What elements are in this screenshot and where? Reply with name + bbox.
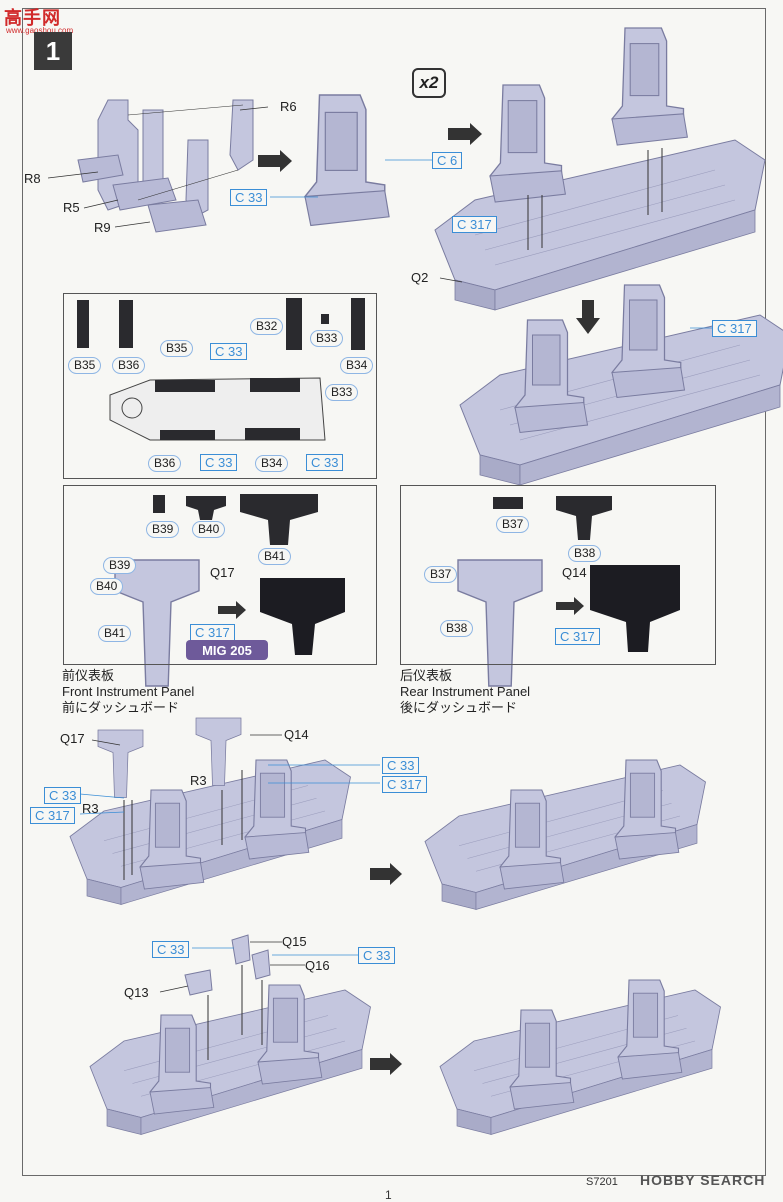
decal-b34: B34	[340, 357, 374, 374]
decal-b35: B35	[68, 357, 102, 374]
decal-b38: B38	[440, 620, 474, 637]
decal-b33: B33	[325, 384, 359, 401]
part-callout-c6: C 6	[432, 152, 463, 169]
part-label-q15: Q15	[282, 934, 307, 949]
part-label-r5: R5	[63, 200, 80, 215]
step-number: 1	[34, 32, 72, 70]
part-callout-c317: C 317	[190, 624, 235, 641]
front-caption: 前仪表板 Front Instrument Panel 前にダッシュボード	[62, 668, 194, 716]
decal-b32: B32	[250, 318, 284, 335]
decal-b35: B35	[160, 340, 194, 357]
decal-b36: B36	[112, 357, 146, 374]
decal-box-consoles	[63, 293, 377, 479]
part-callout-c33: C 33	[358, 947, 396, 964]
decal-b39: B39	[146, 521, 180, 538]
watermark-url: www.gaoshou.com	[6, 26, 74, 35]
watermark-logo: 高手网	[4, 8, 61, 28]
decal-b34: B34	[255, 455, 289, 472]
part-callout-c33: C 33	[382, 757, 420, 774]
front-caption-zh: 前仪表板	[62, 668, 115, 683]
decal-b36: B36	[148, 455, 182, 472]
rear-caption-zh: 后仪表板	[400, 668, 453, 683]
part-callout-c33: C 33	[152, 941, 190, 958]
part-callout-c33: C 33	[210, 343, 248, 360]
decal-b41: B41	[98, 625, 132, 642]
part-label-r3: R3	[190, 773, 207, 788]
decal-b40: B40	[90, 578, 124, 595]
quantity-multiplier: x2	[412, 68, 446, 98]
part-label-q13: Q13	[124, 985, 149, 1000]
part-label-q14: Q14	[284, 727, 309, 742]
front-caption-ja: 前にダッシュボード	[62, 700, 180, 715]
part-callout-c317: C 317	[382, 776, 427, 793]
footer-code: S7201	[586, 1176, 618, 1188]
page-number: 1	[385, 1188, 392, 1202]
decal-box-front-panel	[63, 485, 377, 665]
part-callout-c317: C 317	[452, 216, 497, 233]
decal-b38: B38	[568, 545, 602, 562]
part-callout-c317: C 317	[30, 807, 75, 824]
decal-box-rear-panel	[400, 485, 716, 665]
front-caption-en: Front Instrument Panel	[62, 684, 195, 699]
page-frame	[22, 8, 766, 1176]
decal-b41: B41	[258, 548, 292, 565]
part-callout-c33: C 33	[200, 454, 238, 471]
part-label-q14: Q14	[562, 565, 587, 580]
mig-tag: MIG 205	[186, 640, 268, 660]
part-label-q17: Q17	[60, 731, 85, 746]
part-callout-c33: C 33	[44, 787, 82, 804]
rear-caption-ja: 後にダッシュボード	[400, 700, 518, 715]
decal-b37: B37	[424, 566, 458, 583]
part-label-r6: R6	[280, 99, 297, 114]
decal-b33: B33	[310, 330, 344, 347]
part-label-r3: R3	[82, 801, 99, 816]
footer-logo: HOBBY SEARCH	[640, 1172, 766, 1188]
decal-b37: B37	[496, 516, 530, 533]
part-label-r9: R9	[94, 220, 111, 235]
part-label-q17: Q17	[210, 565, 235, 580]
part-callout-c317: C 317	[555, 628, 600, 645]
part-label-r8: R8	[24, 171, 41, 186]
decal-b40: B40	[192, 521, 226, 538]
part-callout-c317: C 317	[712, 320, 757, 337]
part-callout-c33: C 33	[230, 189, 268, 206]
part-callout-c33: C 33	[306, 454, 344, 471]
decal-b39: B39	[103, 557, 137, 574]
rear-caption-en: Rear Instrument Panel	[400, 684, 531, 699]
part-label-q16: Q16	[305, 958, 330, 973]
part-label-q2: Q2	[411, 270, 429, 285]
rear-caption: 后仪表板 Rear Instrument Panel 後にダッシュボード	[400, 668, 530, 716]
